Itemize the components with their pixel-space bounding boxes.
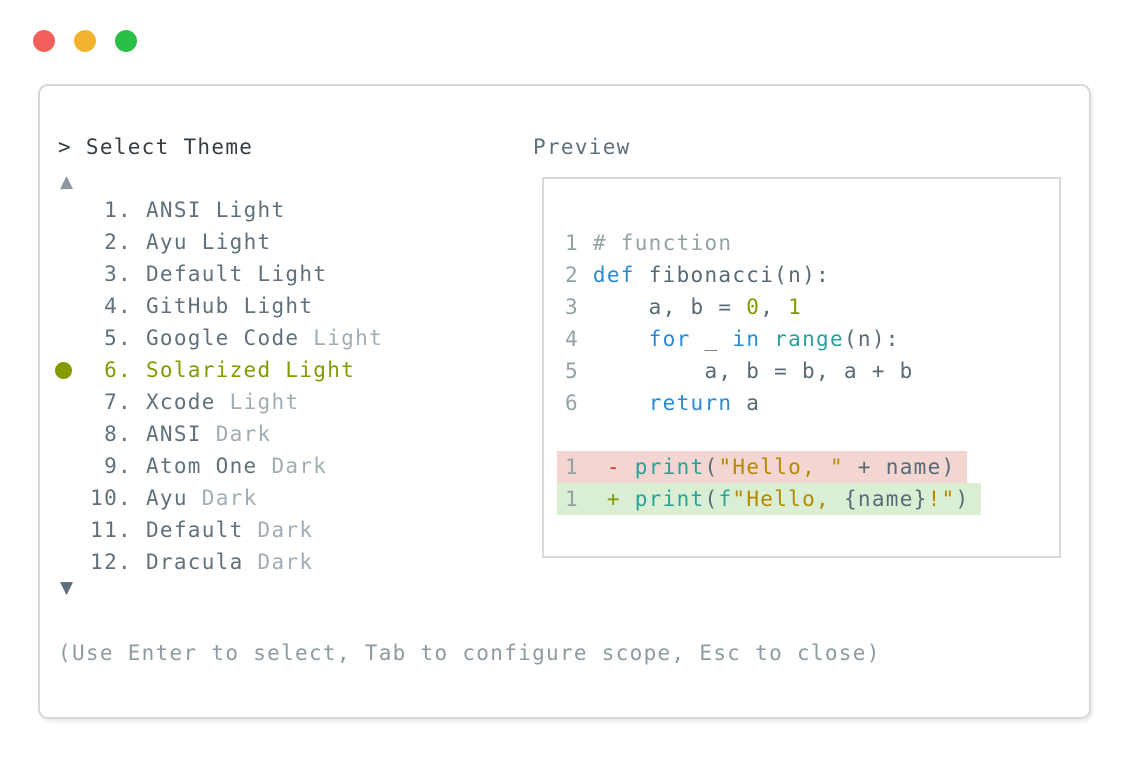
theme-option-12[interactable]: 12. Dracula Dark	[90, 550, 314, 574]
code-line: 6 return a	[565, 391, 761, 415]
theme-list: 1. ANSI Light 2. Ayu Light 3. Default Ligh…	[55, 194, 383, 578]
theme-picker-window: > Select Theme Preview ▲ 1. ANSI Light 2.…	[38, 84, 1091, 719]
diff-removed-line: 1 - print("Hello, " + name)	[557, 451, 1059, 483]
code-line: 2 def fibonacci(n):	[565, 263, 830, 287]
theme-option-9[interactable]: 9. Atom One Dark	[104, 454, 328, 478]
theme-option-7[interactable]: 7. Xcode Light	[104, 390, 300, 414]
theme-option-10[interactable]: 10. Ayu Dark	[90, 486, 258, 510]
code-line	[565, 419, 1059, 451]
theme-option-1[interactable]: 1. ANSI Light	[104, 198, 286, 222]
theme-option-11[interactable]: 11. Default Dark	[90, 518, 314, 542]
code-preview: 1 # function 2 def fibonacci(n): 3 a, b = …	[544, 179, 1059, 515]
preview-box: 1 # function 2 def fibonacci(n): 3 a, b = …	[542, 177, 1061, 558]
selected-bullet-icon	[55, 362, 72, 379]
theme-option-6[interactable]: 6. Solarized Light	[55, 354, 383, 386]
prompt-title: > Select Theme	[58, 135, 254, 159]
code-line: 3 a, b = 0, 1	[565, 295, 803, 319]
preview-heading: Preview	[533, 135, 631, 159]
scroll-down-icon[interactable]: ▼	[60, 578, 74, 598]
code-line: 5 a, b = b, a + b	[565, 359, 914, 383]
theme-option-4[interactable]: 4. GitHub Light	[104, 294, 314, 318]
theme-option-2[interactable]: 2. Ayu Light	[104, 230, 272, 254]
close-button[interactable]	[33, 30, 55, 52]
minimize-button[interactable]	[74, 30, 96, 52]
help-text: (Use Enter to select, Tab to configure s…	[58, 641, 881, 665]
theme-option-8[interactable]: 8. ANSI Dark	[104, 422, 272, 446]
theme-option-5[interactable]: 5. Google Code Light	[104, 326, 383, 350]
code-line: 1 # function	[565, 231, 733, 255]
window-controls	[33, 30, 137, 52]
diff-added-line: 1 + print(f"Hello, {name}!")	[557, 483, 1059, 515]
zoom-button[interactable]	[115, 30, 137, 52]
scroll-up-icon[interactable]: ▲	[60, 172, 74, 192]
code-line: 4 for _ in range(n):	[565, 327, 900, 351]
theme-option-3[interactable]: 3. Default Light	[104, 262, 328, 286]
